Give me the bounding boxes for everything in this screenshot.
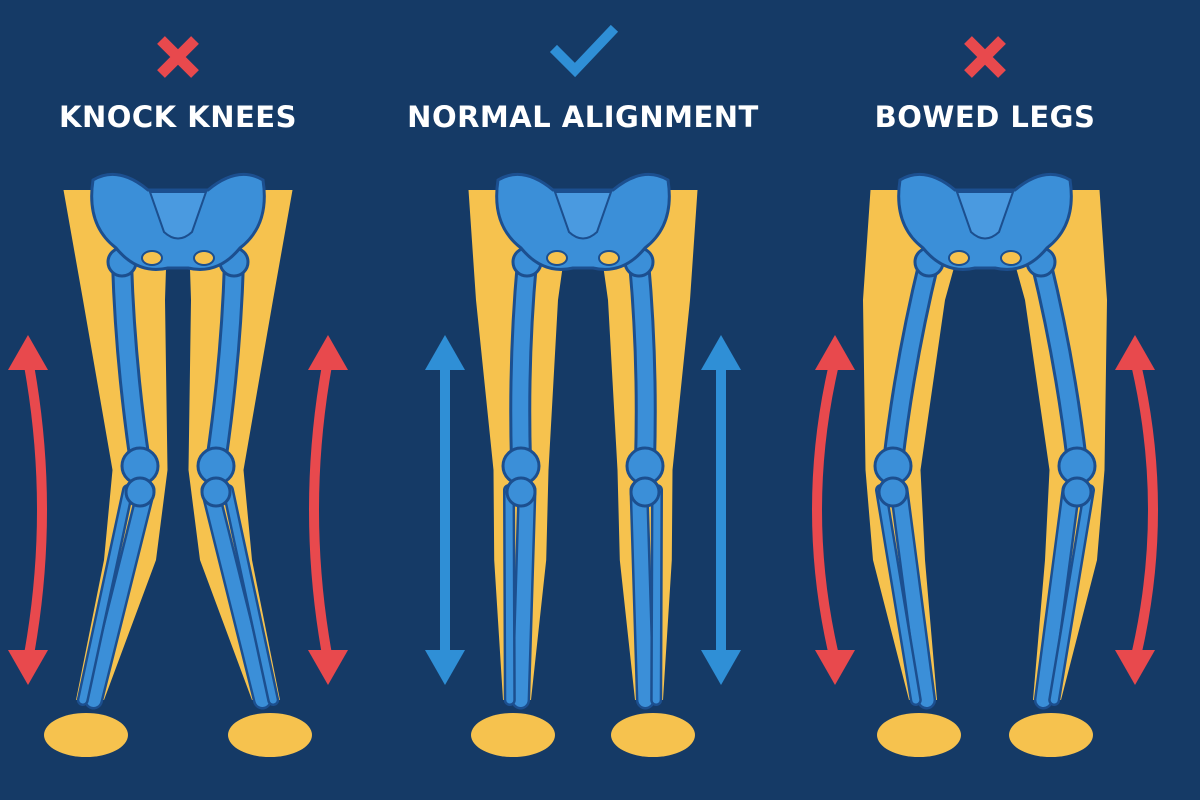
- tibia-head: [505, 476, 537, 508]
- foot: [228, 713, 312, 757]
- femur: [208, 254, 242, 470]
- panel-knock: [8, 36, 348, 757]
- foot: [471, 713, 555, 757]
- obturator-foramen: [546, 250, 568, 266]
- arrow-head-down: [1115, 650, 1155, 685]
- fibula: [505, 486, 514, 704]
- panel-bowed: [812, 36, 1158, 757]
- femur: [631, 254, 654, 470]
- fibula: [224, 486, 277, 704]
- tibia-head: [877, 476, 909, 508]
- arrow-head-down: [815, 650, 855, 685]
- femur: [512, 254, 535, 470]
- femur: [1033, 254, 1085, 470]
- tibia-head: [200, 476, 232, 508]
- arrow-head-up: [701, 335, 741, 370]
- tibia: [203, 483, 270, 707]
- arrow-head-up: [8, 335, 48, 370]
- obturator-foramen: [141, 250, 163, 266]
- tibia-head: [1061, 476, 1093, 508]
- femur: [885, 254, 937, 470]
- arrow-head-up: [815, 335, 855, 370]
- tibia: [892, 483, 934, 707]
- obturator-foramen: [948, 250, 970, 266]
- arrow-head-down: [701, 650, 741, 685]
- arrow-head-down: [425, 650, 465, 685]
- arrow-head-up: [1115, 335, 1155, 370]
- double-arrow-shaft: [309, 359, 333, 661]
- panel-title-normal-alignment: NORMAL ALIGNMENT: [407, 100, 759, 134]
- arrow-head-down: [308, 650, 348, 685]
- foot: [1009, 713, 1093, 757]
- tibia: [1036, 483, 1078, 707]
- tibia: [513, 483, 534, 707]
- tibia-head: [124, 476, 156, 508]
- leg-silhouette: [63, 190, 169, 700]
- foot: [44, 713, 128, 757]
- fibula: [652, 486, 661, 704]
- double-arrow-shaft: [23, 359, 47, 661]
- arrow-head-up: [308, 335, 348, 370]
- cross-icon: [964, 36, 1006, 78]
- arrow-head-down: [8, 650, 48, 685]
- femur: [114, 254, 148, 470]
- double-arrow-shaft: [1130, 358, 1158, 662]
- obturator-foramen: [193, 250, 215, 266]
- fibula: [79, 486, 132, 704]
- double-arrow-shaft: [812, 358, 840, 662]
- sacrum: [148, 191, 208, 240]
- check-icon: [549, 24, 619, 78]
- tibia-head: [629, 476, 661, 508]
- panel-normal: [425, 24, 741, 757]
- tibia: [86, 483, 153, 707]
- tibia: [632, 483, 653, 707]
- sacrum: [955, 191, 1015, 240]
- fibula: [877, 486, 920, 704]
- sacrum: [553, 191, 613, 240]
- panel-title-bowed-legs: BOWED LEGS: [874, 100, 1096, 134]
- cross-icon: [157, 36, 199, 78]
- foot: [877, 713, 961, 757]
- leg-silhouette: [187, 190, 293, 700]
- obturator-foramen: [598, 250, 620, 266]
- obturator-foramen: [1000, 250, 1022, 266]
- panel-title-knock-knees: KNOCK KNEES: [59, 100, 297, 134]
- fibula: [1050, 486, 1093, 704]
- arrow-head-up: [425, 335, 465, 370]
- foot: [611, 713, 695, 757]
